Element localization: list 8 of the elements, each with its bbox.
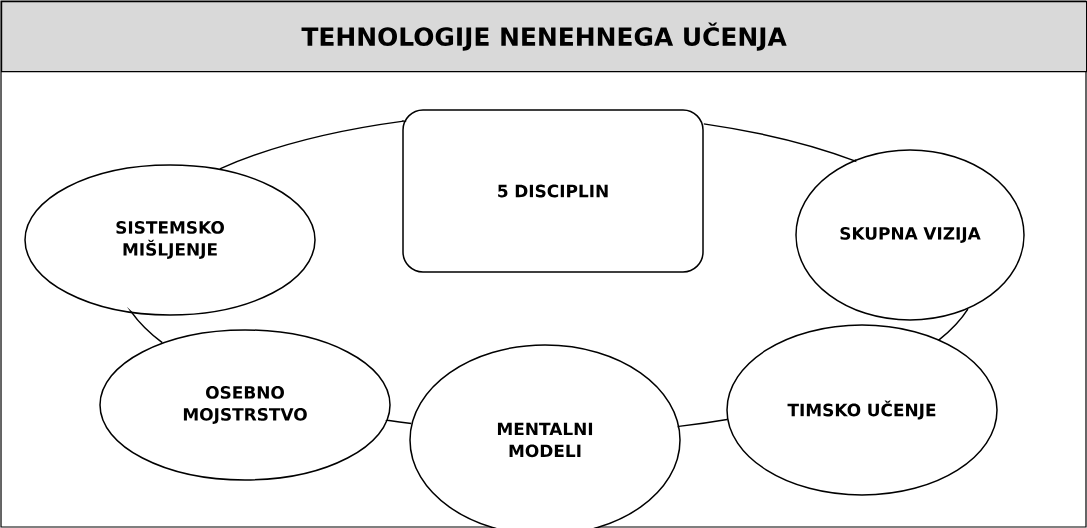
ring-arc xyxy=(219,119,405,170)
ring-arc xyxy=(386,419,412,425)
ring-arc xyxy=(703,123,857,162)
node-label: MENTALNI MODELI xyxy=(497,422,593,458)
title-band: TEHNOLOGIJE NENEHNEGA UČENJA xyxy=(1,1,1087,73)
ring-arc xyxy=(938,308,969,341)
rounded-box: 5 DISCIPLIN xyxy=(402,109,704,273)
ring-arc xyxy=(678,418,728,428)
